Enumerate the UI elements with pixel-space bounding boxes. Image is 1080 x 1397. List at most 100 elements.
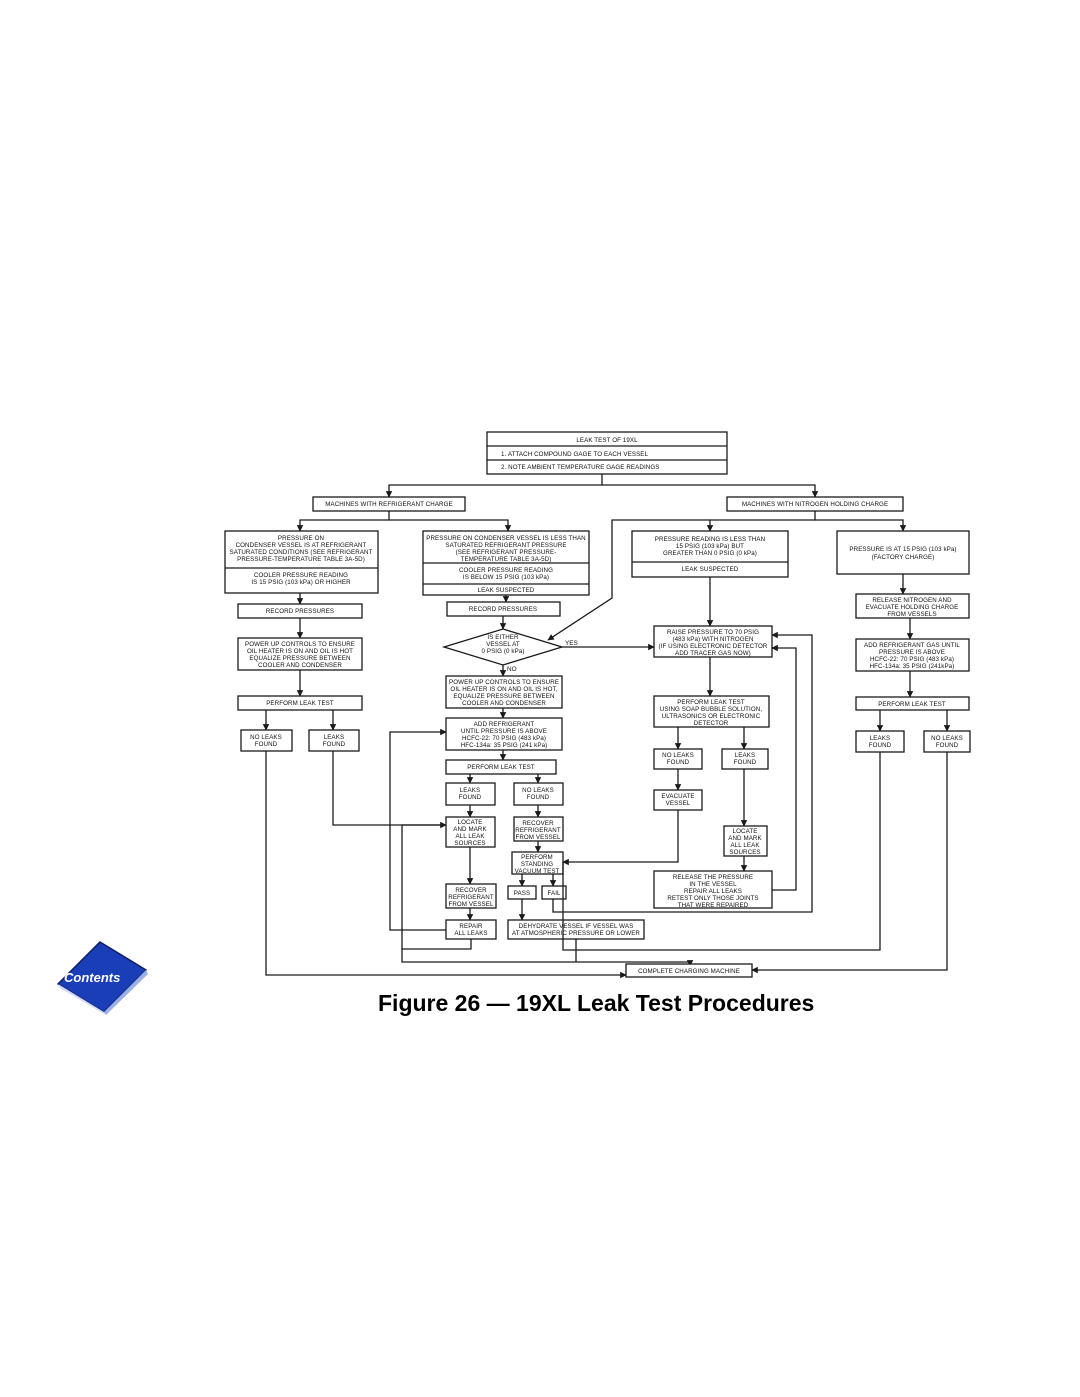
col-d-leaks-box: LEAKS FOUND: [855, 730, 905, 753]
flowchart-text: HCFC-22: 70 PSIG (483 kPa): [462, 735, 546, 742]
flowchart-text: COMPLETE CHARGING MACHINE: [638, 968, 740, 975]
flowchart-text: EQUALIZE PRESSURE BETWEEN: [453, 693, 554, 700]
flowchart-text: MACHINES WITH REFRIGERANT CHARGE: [325, 501, 453, 508]
flowchart-text: NO LEAKS: [931, 735, 963, 742]
flowchart-text: MACHINES WITH NITROGEN HOLDING CHARGE: [742, 501, 888, 508]
col-b-pass-box: PASS: [507, 885, 537, 900]
flowchart-text: EQUALIZE PRESSURE BETWEEN: [249, 655, 350, 662]
flowchart-text: PRESSURE-TEMPERATURE TABLE 3A-5D): [237, 556, 365, 563]
col-b-locate-box: LOCATE AND MARK ALL LEAK SOURCES: [445, 816, 496, 848]
flowchart-text: FOUND: [459, 794, 482, 801]
flowchart-text: VESSEL AT: [486, 641, 520, 648]
flowchart-text: TEMPERATURE TABLE 3A-5D): [461, 556, 552, 563]
flowchart-text: GREATER THAN 0 PSIG (0 kPa): [663, 550, 757, 557]
flowchart-text: (483 kPa) WITH NITROGEN: [672, 636, 753, 643]
flowchart-text: PRESSURE ON: [278, 535, 324, 542]
flowchart-text: (IF USING ELECTRONIC DETECTOR: [658, 643, 767, 650]
flowchart-text: FOUND: [323, 741, 346, 748]
flowchart-text: LEAK SUSPECTED: [682, 566, 739, 573]
flowchart-text: IN THE VESSEL: [689, 881, 737, 888]
col-b-dehydrate-box: DEHYDRATE VESSEL IF VESSEL WAS AT ATMOSP…: [507, 919, 645, 940]
flowchart-text: REFRIGERANT: [515, 827, 561, 834]
flowchart-text: COOLER AND CONDENSER: [462, 700, 546, 707]
flowchart-text: COOLER PRESSURE READING: [459, 567, 553, 574]
flowchart-text: PRESSURE IS AT 15 PSIG (103 kPa): [849, 546, 956, 553]
flowchart-text: RETEST ONLY THOSE JOINTS: [667, 895, 758, 902]
col-a-record-box: RECORD PRESSURES: [237, 603, 363, 619]
col-b-perform-box: PERFORM LEAK TEST: [445, 759, 557, 775]
flowchart-text: PRESSURE ON CONDENSER VESSEL IS LESS THA…: [426, 535, 586, 542]
flowchart-text: FOUND: [869, 742, 892, 749]
flowchart-text: CONDENSER VESSEL IS AT REFRIGERANT: [236, 542, 367, 549]
col-a-no-leaks-box: NO LEAKS FOUND: [240, 729, 293, 752]
contents-button[interactable]: Contents: [52, 940, 152, 1015]
col-b-leaks-box: LEAKS FOUND: [445, 782, 496, 806]
col-c-raise-box: RAISE PRESSURE TO 70 PSIG (483 kPa) WITH…: [653, 625, 773, 658]
nitrogen-branch-box: MACHINES WITH NITROGEN HOLDING CHARGE: [726, 496, 904, 512]
flowchart-text: COOLER PRESSURE READING: [254, 572, 348, 579]
flowchart-text: ADD TRACER GAS NOW): [675, 650, 751, 657]
flowchart-text: EVACUATE HOLDING CHARGE: [866, 604, 959, 611]
flowchart-text: PASS: [514, 890, 530, 897]
col-b-recover-box: RECOVER REFRIGERANT FROM VESSEL: [513, 816, 564, 842]
flowchart-text: REFRIGERANT: [448, 894, 494, 901]
flowchart-text: OIL HEATER IS ON AND OIL IS HOT: [247, 648, 353, 655]
flowchart-text: (FACTORY CHARGE): [872, 554, 935, 561]
col-d-at-15-box: PRESSURE IS AT 15 PSIG (103 kPa) (FACTOR…: [836, 530, 970, 575]
col-a-perform-box: PERFORM LEAK TEST: [237, 695, 363, 711]
col-c-perform-box: PERFORM LEAK TEST USING SOAP BUBBLE SOLU…: [653, 695, 770, 728]
col-c-reading-less-box: PRESSURE READING IS LESS THAN 15 PSIG (1…: [631, 530, 789, 578]
flowchart-text: RECOVER: [455, 887, 487, 894]
refrigerant-branch-box: MACHINES WITH REFRIGERANT CHARGE: [312, 496, 466, 512]
flowchart-text: RELEASE NITROGEN AND: [872, 597, 952, 604]
flowchart-text: HFC-134a: 35 PSIG (241 kPa): [461, 742, 548, 749]
flowchart-text: FAIL: [547, 890, 561, 897]
col-b-repair-box: REPAIR ALL LEAKS: [445, 919, 497, 940]
flowchart-text: IS BELOW 15 PSIG (103 kPa): [463, 574, 549, 581]
col-d-no-leaks-box: NO LEAKS FOUND: [923, 730, 971, 753]
col-b-decision-diamond: IS EITHER VESSEL AT 0 PSIG (0 kPa): [441, 628, 565, 666]
flowchart-text: LEAKS: [324, 734, 344, 741]
flowchart-text: FOUND: [734, 759, 757, 766]
flowchart-text: PRESSURE IS ABOVE: [879, 649, 945, 656]
yes-label: YES: [565, 640, 578, 647]
col-c-release-box: RELEASE THE PRESSURE IN THE VESSEL REPAI…: [653, 870, 773, 909]
col-a-leaks-box: LEAKS FOUND: [308, 729, 360, 752]
flowchart-text: SOURCES: [454, 840, 485, 847]
flowchart-text: RECORD PRESSURES: [266, 608, 334, 615]
flowchart-text: 15 PSIG (103 kPa) BUT: [676, 543, 744, 550]
flowchart-text: LEAKS: [460, 787, 480, 794]
contents-label: Contents: [64, 970, 120, 985]
flowchart-text: SOURCES: [729, 849, 760, 856]
complete-box: COMPLETE CHARGING MACHINE: [625, 963, 753, 978]
col-d-add-refrigerant-box: ADD REFRIGERANT GAS UNTIL PRESSURE IS AB…: [855, 638, 970, 672]
flowchart-text: AND MARK: [728, 835, 762, 842]
flowchart-text: FROM VESSEL: [448, 901, 494, 908]
flowchart-text: FROM VESSEL: [515, 834, 561, 841]
flowchart-text: HFC-134a: 35 PSIG (241kPa): [870, 663, 955, 670]
flowchart-text: POWER UP CONTROLS TO ENSURE: [449, 679, 559, 686]
flowchart-text: IS 15 PSIG (103 kPa) OR HIGHER: [251, 579, 351, 586]
col-b-add-refrigerant-box: ADD REFRIGERANT UNTIL PRESSURE IS ABOVE …: [445, 717, 563, 751]
header-step-2: 2. NOTE AMBIENT TEMPERATURE GAGE READING…: [501, 464, 659, 471]
flowchart-text: ULTRASONICS OR ELECTRONIC: [662, 713, 761, 720]
header-box: LEAK TEST OF 19XL 1. ATTACH COMPOUND GAG…: [486, 431, 728, 475]
flowchart-text: LEAKS: [870, 735, 890, 742]
flowchart-text: PRESSURE READING IS LESS THAN: [655, 536, 765, 543]
flowchart-text: OIL HEATER IS ON AND OIL IS HOT,: [450, 686, 557, 693]
flowchart-text: SATURATED CONDITIONS (SEE REFRIGERANT: [229, 549, 372, 556]
flowchart-text: LOCATE: [458, 819, 483, 826]
flowchart-text: PERFORM LEAK TEST: [677, 699, 745, 706]
flowchart-text: POWER UP CONTROLS TO ENSURE: [245, 641, 355, 648]
flowchart-text: FOUND: [255, 741, 278, 748]
flowchart-text: UNTIL PRESSURE IS ABOVE: [461, 728, 547, 735]
flowchart-text: NO LEAKS: [250, 734, 282, 741]
flowchart-text: ALL LEAKS: [454, 930, 487, 937]
col-c-locate-box: LOCATE AND MARK ALL LEAK SOURCES: [723, 825, 768, 857]
flowchart-text: PERFORM LEAK TEST: [266, 700, 334, 707]
flowchart-text: ALL LEAK: [730, 842, 760, 849]
flowchart-text: PERFORM LEAK TEST: [467, 764, 535, 771]
flowchart-text: AND MARK: [453, 826, 487, 833]
col-a-power-up-box: POWER UP CONTROLS TO ENSURE OIL HEATER I…: [237, 637, 363, 671]
flowchart-text: FOUND: [527, 794, 550, 801]
